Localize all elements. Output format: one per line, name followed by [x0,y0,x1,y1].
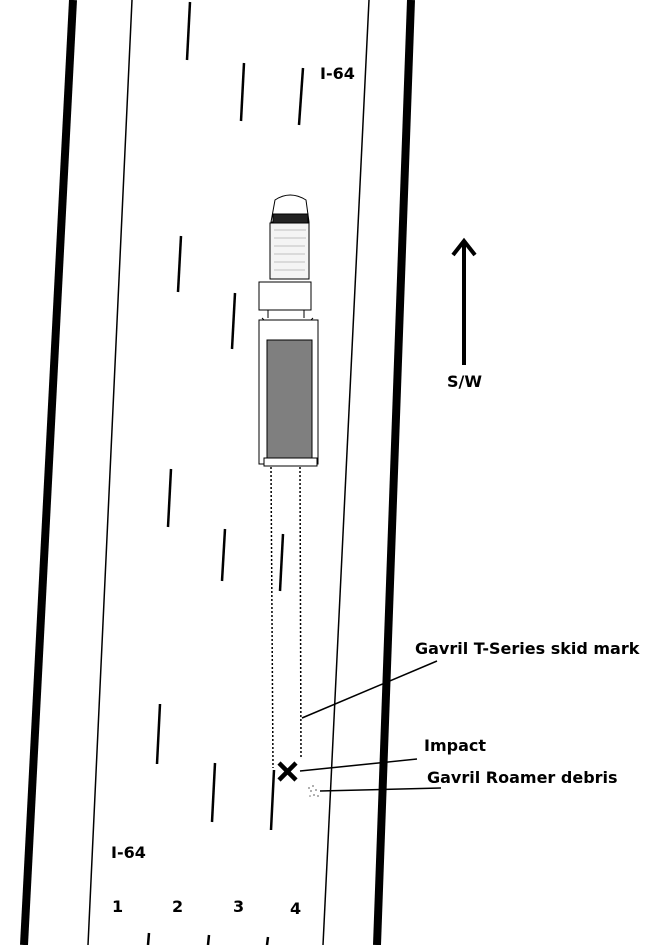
lane-number: 4 [290,899,301,918]
impact-marker-icon [277,761,298,782]
impact-callout-line [299,758,418,772]
lane-number: 2 [172,897,183,916]
truck-windshield [272,213,309,224]
lane-dash [278,533,285,592]
lane-number: 3 [233,897,244,916]
skid-callout-line [301,660,438,719]
lane-dash [206,934,211,945]
direction-label: S/W [447,372,482,391]
lane-dash [155,703,162,765]
truck [258,194,319,467]
road [20,0,415,945]
right-shoulder-line [322,0,370,945]
left-shoulder-line [87,0,133,945]
truck-cab [269,222,310,280]
left-road-edge [20,0,77,945]
right-road-edge [373,0,415,945]
lane-dash [239,62,246,122]
lane-dash [230,292,237,350]
debris-icon [308,785,319,797]
lane-dash [146,932,151,945]
route-label-top: I-64 [320,64,355,83]
route-label-bottom: I-64 [111,843,146,862]
lane-dash [297,67,305,126]
callout-lines [299,660,442,792]
skid-mark-left [270,466,274,769]
truck-chassis [258,281,312,311]
truck-trailer-rear [263,457,318,467]
lane-dash [269,769,276,831]
lane-numbers: 1 2 3 4 [112,897,301,918]
truck-cab-grille [274,229,306,271]
lane-dash [210,762,217,823]
lane-dashes [146,1,305,945]
impact-label: Impact [424,736,486,755]
debris-label: Gavril Roamer debris [427,768,618,787]
lane-number: 1 [112,897,123,916]
lane-dash [265,936,270,945]
skid-mark-label: Gavril T-Series skid mark [415,639,640,658]
direction-arrow-icon [451,237,477,365]
lane-dash [176,235,183,293]
lane-dash [185,1,192,61]
skid-mark-right [299,466,302,759]
debris-callout-line [319,787,442,792]
lane-dash [166,468,173,528]
lane-dash [220,528,227,582]
truck-trailer-bed [266,339,313,463]
skid-marks [270,466,302,769]
